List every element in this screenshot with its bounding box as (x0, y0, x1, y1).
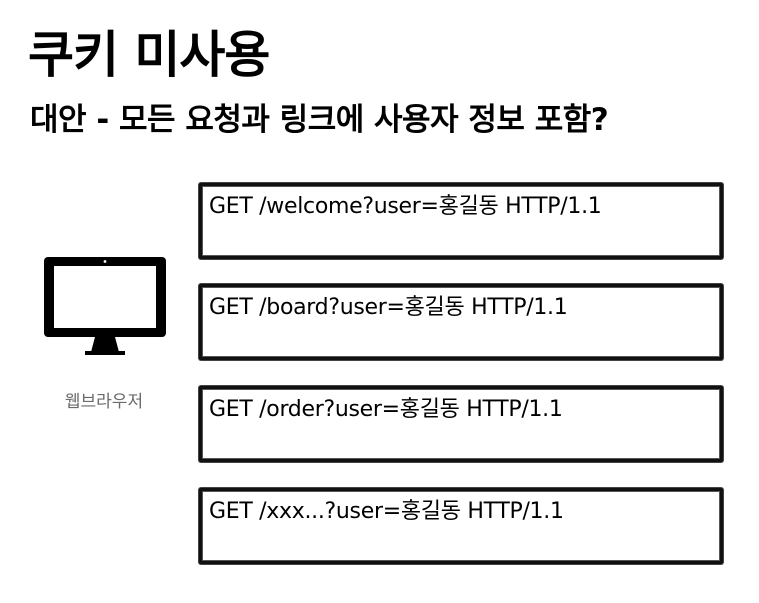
request-line-board: GET /board?user=홍길동 HTTP/1.1 (209, 295, 568, 320)
request-box-xxx: GET /xxx...?user=홍길동 HTTP/1.1 (199, 488, 723, 564)
request-box-welcome: GET /welcome?user=홍길동 HTTP/1.1 (199, 183, 723, 259)
page-subtitle: 대안 - 모든 요청과 링크에 사용자 정보 포함? (30, 102, 609, 138)
monitor-icon (44, 257, 166, 355)
page-title: 쿠키 미사용 (28, 26, 270, 84)
request-line-order: GET /order?user=홍길동 HTTP/1.1 (209, 397, 563, 422)
request-box-board: GET /board?user=홍길동 HTTP/1.1 (199, 284, 723, 360)
request-box-order: GET /order?user=홍길동 HTTP/1.1 (199, 386, 723, 462)
request-line-welcome: GET /welcome?user=홍길동 HTTP/1.1 (209, 194, 602, 219)
web-browser-label: 웹브라우저 (64, 392, 144, 412)
request-line-xxx: GET /xxx...?user=홍길동 HTTP/1.1 (209, 499, 564, 524)
